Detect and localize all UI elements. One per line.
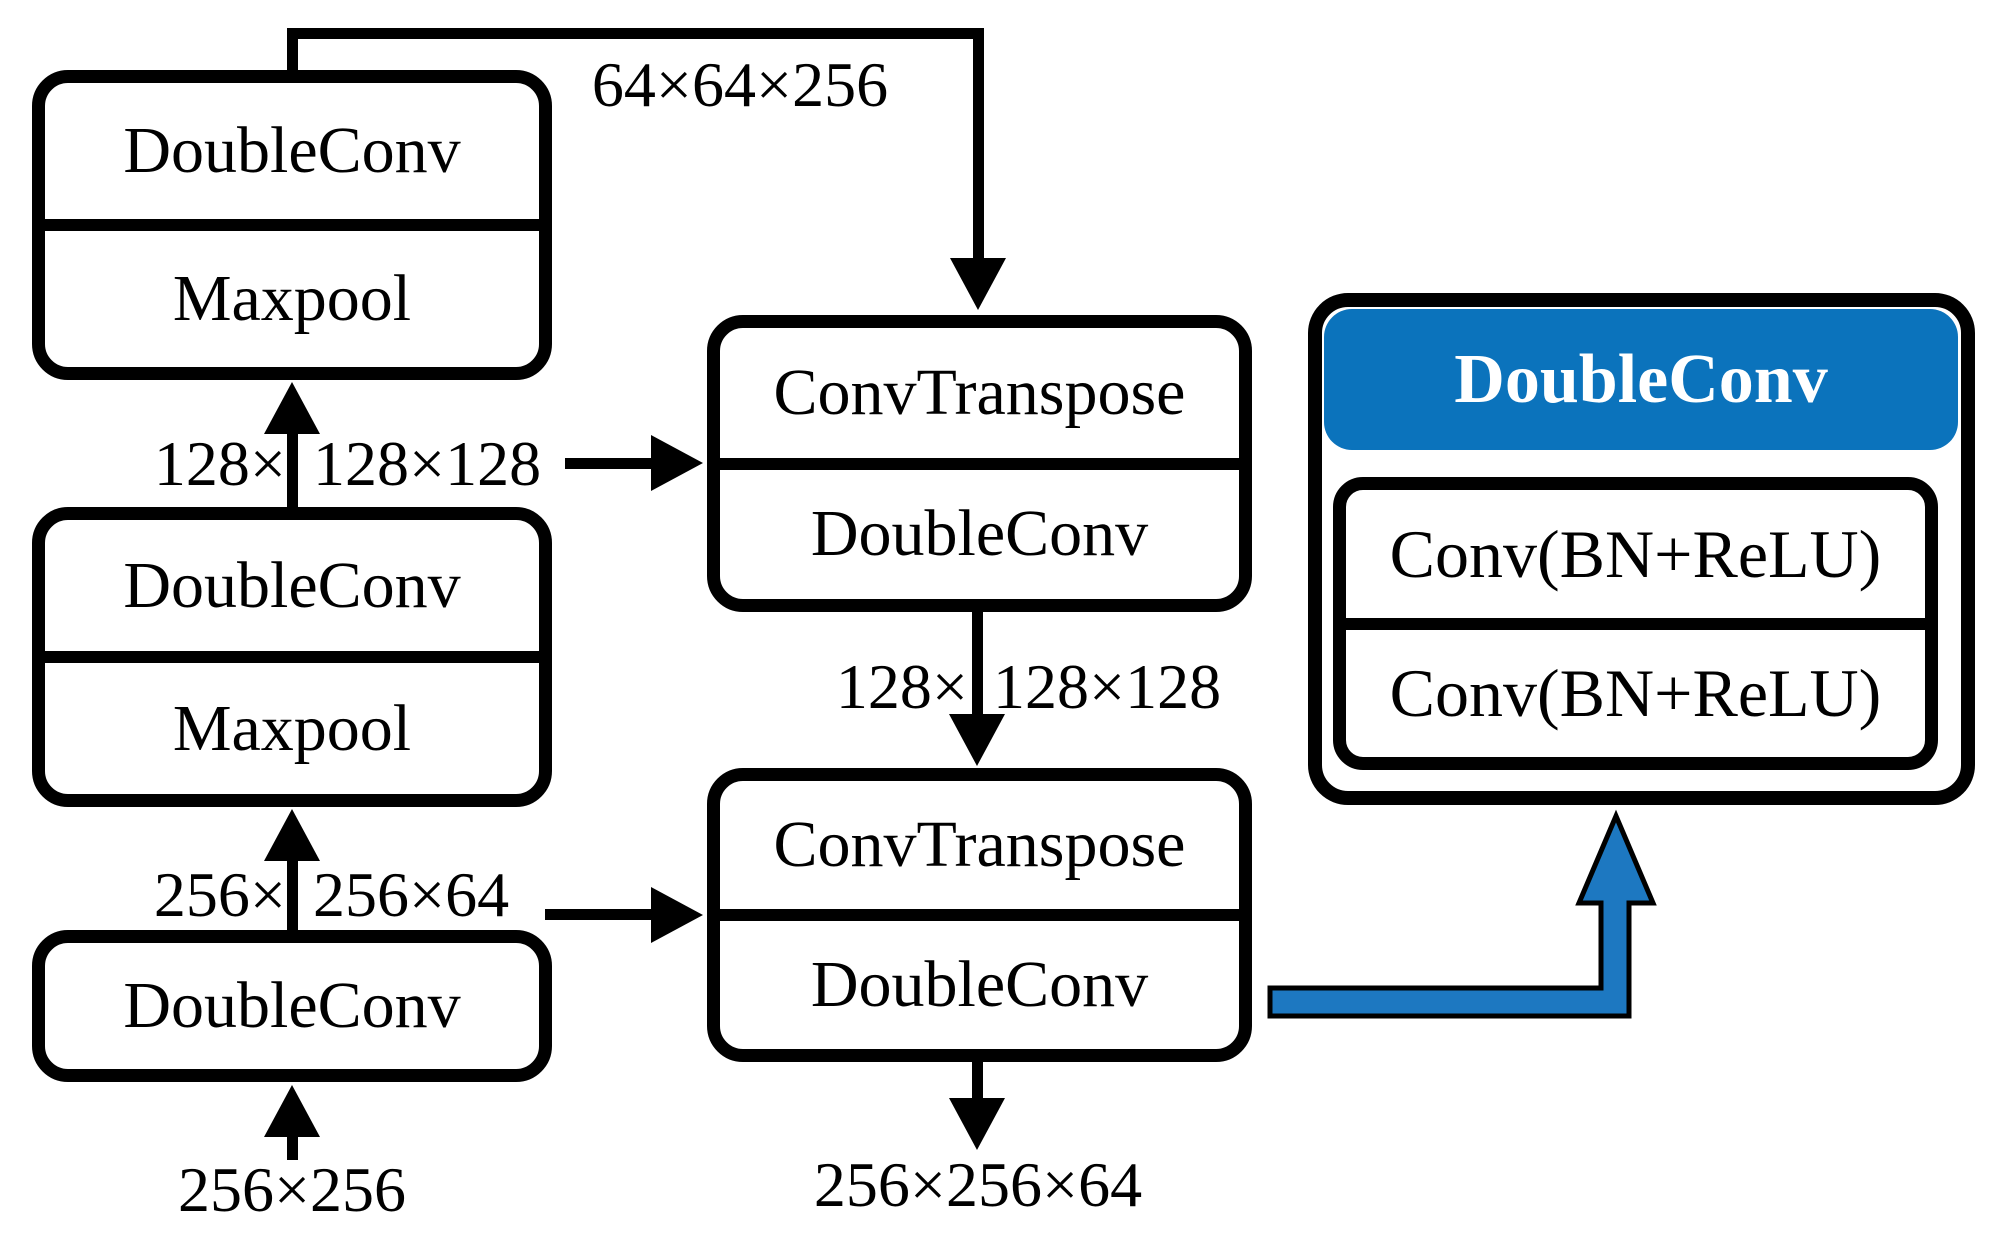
legend-inner-box: Conv(BN+ReLU) Conv(BN+ReLU): [1333, 477, 1938, 770]
skip-to-dec1-line: [565, 458, 657, 469]
enc3-to-enc2-arrow-line: [287, 858, 298, 930]
legend-header: DoubleConv: [1324, 309, 1958, 450]
encoder-block-3-doubleconv-label: DoubleConv: [123, 969, 461, 1042]
legend-conv-bn-relu-2: Conv(BN+ReLU): [1346, 617, 1925, 758]
decoder-block-1-doubleconv-label: DoubleConv: [720, 457, 1239, 600]
legend-pointer-arrow-shape: [1267, 809, 1657, 1019]
skip-to-dec2-line: [545, 909, 657, 920]
dec1-to-dec2-arrow-head: [949, 714, 1005, 766]
legend-pointer-arrow: [1267, 809, 1657, 1019]
skip-connection-drop-line: [973, 28, 984, 262]
skip-to-dec1-head: [651, 435, 703, 491]
encoder-block-2-doubleconv-label: DoubleConv: [123, 548, 461, 622]
output-arrow-head: [949, 1098, 1005, 1150]
input-arrow-head: [264, 1085, 320, 1137]
enc2-to-enc1-arrow-line: [287, 430, 298, 507]
label-enc23-right: 256×64: [313, 859, 510, 930]
input-arrow-line: [287, 1135, 298, 1160]
encoder-block-3: DoubleConv: [32, 930, 552, 1082]
encoder-block-2: DoubleConv Maxpool: [32, 507, 552, 807]
decoder-block-1-convtranspose-label: ConvTranspose: [773, 355, 1186, 429]
skip-connection-top-line: [287, 28, 984, 39]
label-dec12-left: 128×: [835, 651, 968, 722]
decoder-block-2-convtranspose-label: ConvTranspose: [773, 808, 1186, 881]
decoder-block-2-doubleconv-label: DoubleConv: [720, 909, 1239, 1049]
dec1-to-dec2-arrow-line: [972, 612, 983, 716]
skip-to-dec2-head: [651, 887, 703, 943]
label-enc23-left: 256×: [153, 859, 286, 930]
skip-connection-stub: [287, 28, 298, 75]
legend-conv-bn-relu-1: Conv(BN+ReLU): [1389, 515, 1882, 592]
encoder-block-1-doubleconv-label: DoubleConv: [123, 114, 461, 187]
encoder-block-2-maxpool-label: Maxpool: [45, 651, 539, 794]
decoder-block-2: ConvTranspose DoubleConv: [707, 768, 1252, 1062]
encoder-block-1: DoubleConv Maxpool: [32, 70, 552, 380]
label-input-size: 256×256: [177, 1154, 407, 1225]
decoder-block-1: ConvTranspose DoubleConv: [707, 315, 1252, 612]
label-enc12-left: 128×: [153, 428, 286, 499]
label-skip-size: 64×64×256: [591, 49, 889, 120]
label-output-size: 256×256×64: [813, 1149, 1143, 1220]
label-dec12-right: 128×128: [993, 651, 1222, 722]
label-enc12-right: 128×128: [313, 428, 542, 499]
enc3-to-enc2-arrow-head: [264, 809, 320, 861]
legend-box: DoubleConv Conv(BN+ReLU) Conv(BN+ReLU): [1308, 293, 1975, 805]
legend-title: DoubleConv: [1454, 340, 1828, 418]
enc2-to-enc1-arrow-head: [264, 382, 320, 434]
encoder-block-1-maxpool-label: Maxpool: [45, 219, 539, 367]
skip-connection-arrow-head: [950, 258, 1006, 310]
output-arrow-line: [972, 1062, 983, 1102]
